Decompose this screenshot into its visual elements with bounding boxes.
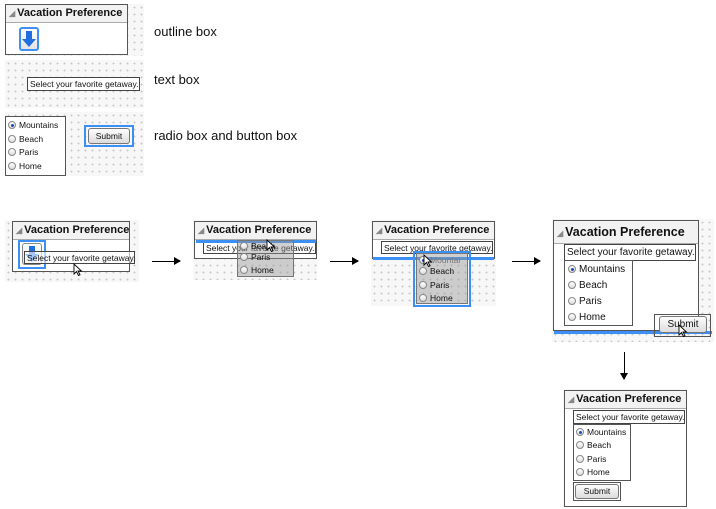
step2-dragged-radio-box: Beach Paris Home [237, 240, 294, 277]
step5-radio-box: Mountains Beach Paris Home [573, 424, 631, 481]
step5-button-box [573, 482, 621, 501]
radio-icon [8, 148, 16, 156]
step5-submit-button[interactable]: Submit [575, 484, 619, 499]
flow-arrow-2 [330, 257, 359, 265]
flow-arrow-1 [152, 257, 181, 265]
step4-button-box [654, 314, 711, 337]
step3-insert-line [373, 257, 494, 260]
step4-insert-line [554, 331, 712, 334]
drop-target-icon [19, 27, 39, 51]
step3-radio-highlight [413, 251, 471, 307]
cursor-icon [678, 324, 688, 337]
disclosure-triangle-icon[interactable]: ◢ [568, 395, 575, 404]
legend-text-box: text box [154, 72, 200, 87]
legend-radio-button-box: radio box and button box [154, 128, 298, 143]
disclosure-triangle-icon[interactable]: ◢ [9, 9, 16, 18]
text-box-sample[interactable]: Select your favorite getaway. [27, 77, 140, 91]
radio-icon [8, 162, 16, 170]
radio-option[interactable]: Home [8, 160, 42, 173]
radio-option[interactable]: Mountains [8, 119, 58, 132]
outline-box-sample: ◢Vacation Preference [5, 4, 128, 55]
step3-text-box: Select your favorite getaway. [381, 241, 493, 254]
disclosure-triangle-icon[interactable]: ◢ [557, 229, 564, 238]
step2-insert-line [196, 240, 316, 243]
legend-outline-box: outline box [154, 24, 217, 39]
flow-arrow-3 [512, 257, 541, 265]
step4-text-box: Select your favorite getaway. [564, 244, 696, 261]
radio-option[interactable]: Paris [8, 146, 38, 159]
radio-option[interactable]: Beach [8, 133, 43, 146]
submit-button[interactable]: Submit [88, 128, 130, 144]
flow-arrow-4 [620, 352, 628, 380]
radio-box-sample: Mountains Beach Paris Home [5, 116, 66, 176]
radio-icon [8, 135, 16, 143]
cursor-icon [73, 263, 83, 276]
radio-selected-icon [8, 121, 16, 129]
disclosure-triangle-icon[interactable]: ◢ [198, 226, 205, 235]
disclosure-triangle-icon[interactable]: ◢ [16, 226, 23, 235]
outline-title: Vacation Preference [17, 7, 123, 19]
step4-radio-box: Mountains Beach Paris Home [564, 260, 633, 326]
down-arrow-icon [22, 31, 36, 47]
disclosure-triangle-icon[interactable]: ◢ [376, 226, 383, 235]
cursor-icon [266, 239, 276, 252]
step5-text-box: Select your favorite getaway. [573, 410, 685, 424]
cursor-icon [423, 254, 433, 267]
button-box-focus [84, 125, 134, 147]
step1-text-box: Select your favorite getaway. [24, 251, 136, 264]
